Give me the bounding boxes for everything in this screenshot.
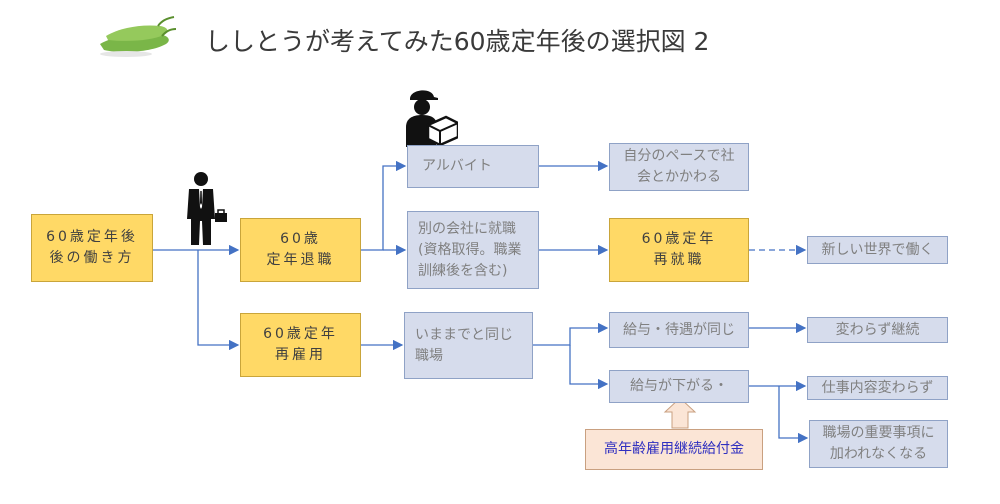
node-start: 60歳定年後 後の働き方 [31, 214, 153, 282]
green-pepper-icon [96, 14, 178, 60]
node-not-included: 職場の重要事項に 加われなくなる [809, 420, 948, 468]
node-pay-down: 給与が下がる・ [609, 370, 749, 403]
delivery-worker-icon [404, 85, 460, 147]
node-no-change: 変わらず継続 [807, 317, 948, 343]
node-retire: 60歳 定年退職 [240, 218, 361, 282]
node-same-job: いままでと同じ 職場 [404, 312, 533, 379]
node-same-content: 仕事内容変わらず [807, 376, 948, 400]
node-arbeit: アルバイト [407, 145, 539, 188]
page-title: ししとうが考えてみた60歳定年後の選択図 2 [205, 27, 710, 56]
node-benefit: 高年齢雇用継続給付金 [585, 429, 763, 470]
node-new-company: 別の会社に就職 (資格取得。職業 訓練後を含む) [407, 211, 539, 289]
node-new-world: 新しい世界で働く [807, 236, 948, 264]
node-reemployed: 60歳定年 再就職 [609, 218, 749, 282]
node-reemploy: 60歳定年 再雇用 [240, 313, 361, 377]
node-self-pace: 自分のペースで社 会とかかわる [609, 143, 749, 191]
businessman-icon [181, 171, 229, 247]
node-same-pay: 給与・待遇が同じ [609, 312, 749, 348]
